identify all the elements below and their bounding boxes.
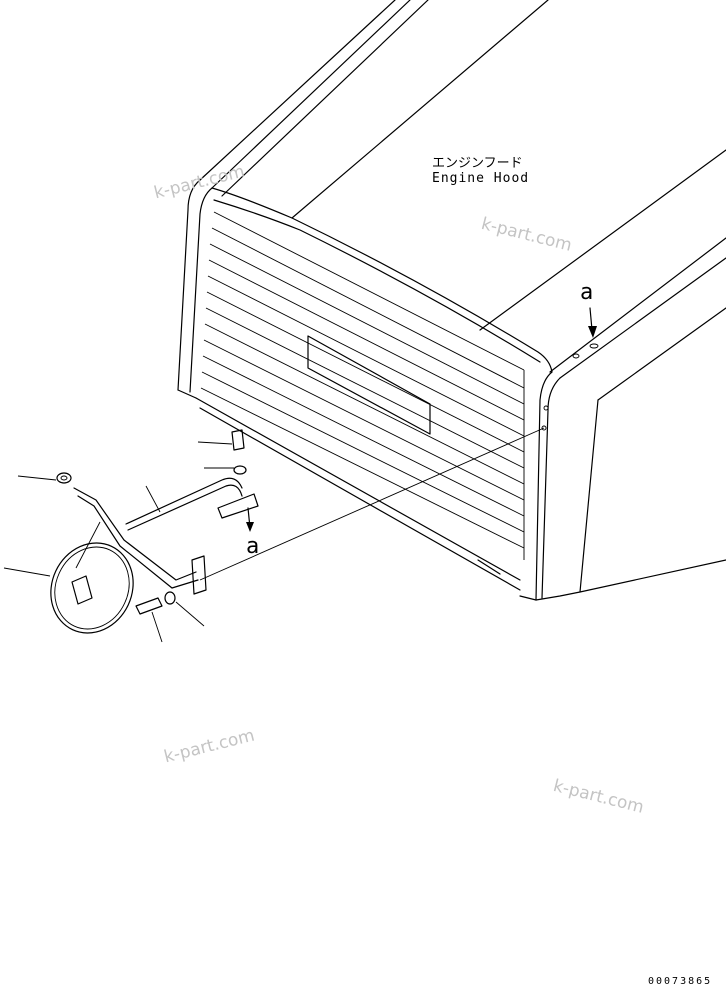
leader-lines xyxy=(3,441,234,643)
hood-label-english: Engine Hood xyxy=(432,171,530,186)
mirror-assembly xyxy=(50,307,597,634)
engine-hood xyxy=(177,0,726,601)
ref-letter-bracket: a xyxy=(246,534,260,559)
ref-letter-top: a xyxy=(580,280,594,305)
drawing-number: 00073865 xyxy=(648,976,713,987)
hood-label-japanese: エンジンフード xyxy=(432,156,523,171)
